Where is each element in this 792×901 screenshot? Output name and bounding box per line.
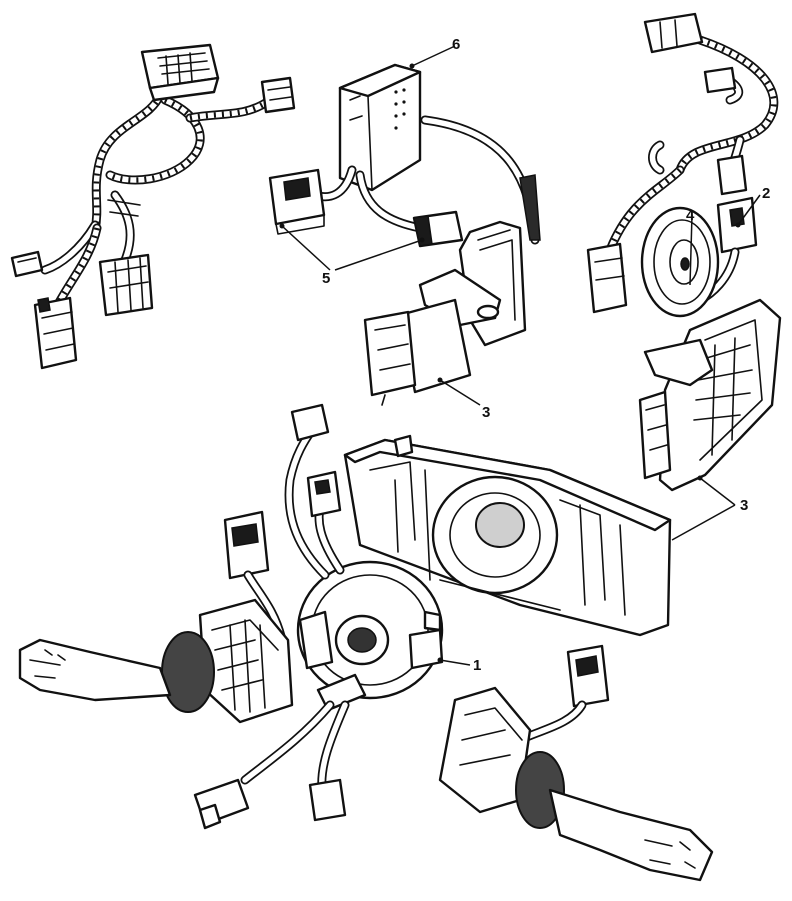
- leader-lines: [279, 45, 761, 666]
- right-stalk-switch: [438, 644, 714, 882]
- callout-6: 6: [452, 36, 460, 53]
- horn-speaker: [640, 206, 720, 318]
- wiring-harness-right: [586, 12, 779, 314]
- callout-3-lower: 3: [740, 497, 748, 514]
- callout-1: 1: [473, 657, 481, 674]
- callout-2: 2: [762, 185, 770, 202]
- callout-3-upper: 3: [482, 404, 490, 421]
- steering-column-bracket-upper: [363, 220, 527, 406]
- clock-spring: [193, 403, 444, 830]
- switch-housing: [343, 434, 672, 637]
- wiring-harness-left: [10, 43, 296, 370]
- callout-4: 4: [686, 207, 695, 224]
- left-stalk-switch: [18, 510, 294, 724]
- callout-5: 5: [322, 270, 330, 287]
- control-unit: [268, 63, 541, 248]
- steering-column-bracket-lower: [638, 298, 782, 492]
